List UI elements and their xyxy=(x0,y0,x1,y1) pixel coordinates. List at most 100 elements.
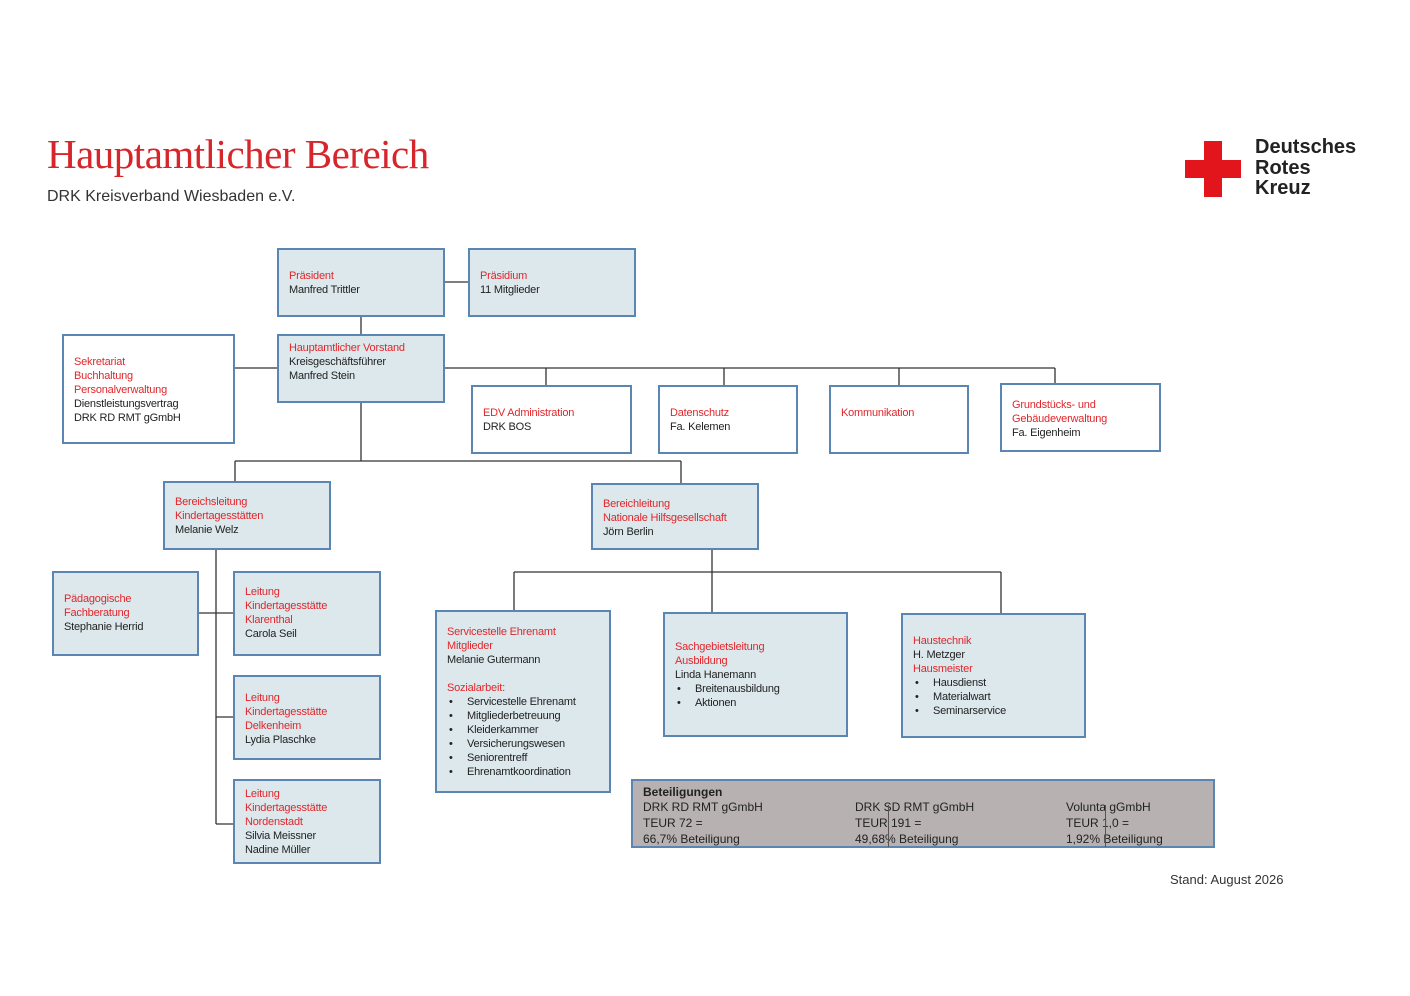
role-label: Bereichsleitung xyxy=(175,496,248,508)
capital-value: TEUR 191 = xyxy=(855,816,922,830)
role-label: Präsident xyxy=(289,270,334,282)
role-label: Grundstücks- und xyxy=(1012,399,1096,411)
box-grundstuecke: Grundstücks- und Gebäudeverwaltung Fa. E… xyxy=(1000,383,1161,452)
red-cross-icon xyxy=(1185,141,1241,197)
drk-logo: Deutsches Rotes Kreuz xyxy=(1185,136,1385,201)
box-nhg-bereichsleitung: Bereichleitung Nationale Hilfsgesellscha… xyxy=(591,483,759,550)
role-label: Fachberatung xyxy=(64,607,130,619)
role-label: Mitglieder xyxy=(447,640,493,652)
role-label: Kindertagesstätten xyxy=(175,510,264,522)
beteiligungen-panel: Beteiligungen DRK RD RMT gGmbH TEUR 72 =… xyxy=(631,779,1215,848)
role-label: Pädagogische xyxy=(64,593,132,605)
task-list: Servicestelle Ehrenamt Mitgliederbetreuu… xyxy=(447,695,599,779)
box-paedagogische-fachberatung: Pädagogische Fachberatung Stephanie Herr… xyxy=(52,571,199,656)
person-name: Jörn Berlin xyxy=(603,526,654,538)
person-name: H. Metzger xyxy=(913,649,965,661)
box-kita-klarenthal: Leitung Kindertagesstätte Klarenthal Car… xyxy=(233,571,381,656)
person-name: Carola Seil xyxy=(245,628,297,640)
share-value: 1,92% Beteiligung xyxy=(1066,832,1163,846)
contract-label: Dienstleistungsvertrag xyxy=(74,398,179,410)
person-name: Stephanie Herrid xyxy=(64,621,144,633)
box-sekretariat: Sekretariat Buchhaltung Personalverwaltu… xyxy=(62,334,235,444)
page-subtitle: DRK Kreisverband Wiesbaden e.V. xyxy=(47,188,296,205)
share-value: 49,68% Beteiligung xyxy=(855,832,959,846)
role-label: Leitung xyxy=(245,586,280,598)
role-label: Ausbildung xyxy=(675,655,728,667)
beteiligungen-title: Beteiligungen xyxy=(643,785,723,799)
box-praesident: Präsident Manfred Trittler xyxy=(277,248,445,317)
provider-name: Fa. Kelemen xyxy=(670,421,731,433)
column-divider xyxy=(1105,805,1106,847)
list-item: Breitenausbildung xyxy=(675,682,836,696)
list-item: Kleiderkammer xyxy=(447,723,599,737)
role-label: Kindertagesstätte xyxy=(245,600,328,612)
list-item: Versicherungswesen xyxy=(447,737,599,751)
box-vorstand: Hauptamtlicher Vorstand Kreisgeschäftsfü… xyxy=(277,334,445,403)
page-title: Hauptamtlicher Bereich xyxy=(47,131,429,177)
role-label: Delkenheim xyxy=(245,720,302,732)
provider-name: Fa. Eigenheim xyxy=(1012,427,1081,439)
list-item: Hausdienst xyxy=(913,676,1074,690)
beteiligung-col-1: DRK RD RMT gGmbH TEUR 72 = 66,7% Beteili… xyxy=(643,799,763,847)
logo-wordmark: Deutsches Rotes Kreuz xyxy=(1255,136,1357,199)
company-name: DRK RD RMT gGmbH xyxy=(643,800,763,814)
box-kita-delkenheim: Leitung Kindertagesstätte Delkenheim Lyd… xyxy=(233,675,381,760)
person-name: Manfred Stein xyxy=(289,370,355,382)
role-label: Buchhaltung xyxy=(74,370,133,382)
capital-value: TEUR 72 = xyxy=(643,816,703,830)
person-name: Melanie Gutermann xyxy=(447,654,541,666)
person-name: Melanie Welz xyxy=(175,524,239,536)
list-item: Mitgliederbetreuung xyxy=(447,709,599,723)
company-name: Volunta gGmbH xyxy=(1066,800,1151,814)
role-label: Nordenstadt xyxy=(245,816,303,828)
provider-name: DRK BOS xyxy=(483,421,532,433)
person-name: Nadine Müller xyxy=(245,844,311,856)
box-servicestelle-ehrenamt: Servicestelle Ehrenamt Mitglieder Melani… xyxy=(435,610,611,793)
stand-date: Stand: August 2026 xyxy=(1170,872,1284,887)
company-name: DRK SD RMT gGmbH xyxy=(855,800,975,814)
role-label: Gebäudeverwaltung xyxy=(1012,413,1108,425)
person-name: Silvia Meissner xyxy=(245,830,316,842)
capital-value: TEUR 1,0 = xyxy=(1066,816,1130,830)
list-item: Ehrenamtkoordination xyxy=(447,765,599,779)
list-item: Aktionen xyxy=(675,696,836,710)
list-item: Servicestelle Ehrenamt xyxy=(447,695,599,709)
share-value: 66,7% Beteiligung xyxy=(643,832,740,846)
beteiligung-col-2: DRK SD RMT gGmbH TEUR 191 = 49,68% Betei… xyxy=(855,799,974,847)
box-edv-administration: EDV Administration DRK BOS xyxy=(471,385,632,454)
column-divider xyxy=(888,805,889,847)
task-list: Breitenausbildung Aktionen xyxy=(675,682,836,710)
role-label: Kindertagesstätte xyxy=(245,802,328,814)
role-label: Bereichleitung xyxy=(603,498,670,510)
role-label: Klarenthal xyxy=(245,614,293,626)
box-kommunikation: Kommunikation xyxy=(829,385,969,454)
role-label: Sachgebietsleitung xyxy=(675,641,765,653)
contract-partner: DRK RD RMT gGmbH xyxy=(74,412,181,424)
role-label: Leitung xyxy=(245,692,280,704)
list-item: Seniorentreff xyxy=(447,751,599,765)
box-kita-bereichsleitung: Bereichsleitung Kindertagesstätten Melan… xyxy=(163,481,331,550)
role-label: Sozialarbeit: xyxy=(447,682,505,694)
job-title: Kreisgeschäftsführer xyxy=(289,356,386,368)
box-sachgebiet-ausbildung: Sachgebietsleitung Ausbildung Linda Hane… xyxy=(663,612,848,737)
person-name: Manfred Trittler xyxy=(289,284,360,296)
role-label: Sekretariat xyxy=(74,356,125,368)
box-haustechnik: Haustechnik H. Metzger Hausmeister Hausd… xyxy=(901,613,1086,738)
list-item: Seminarservice xyxy=(913,704,1074,718)
list-item: Materialwart xyxy=(913,690,1074,704)
task-list: Hausdienst Materialwart Seminarservice xyxy=(913,676,1074,718)
role-label: Hauptamtlicher Vorstand xyxy=(289,342,405,354)
role-label: Servicestelle Ehrenamt xyxy=(447,626,556,638)
box-kita-nordenstadt: Leitung Kindertagesstätte Nordenstadt Si… xyxy=(233,779,381,864)
members-count: 11 Mitglieder xyxy=(480,284,540,296)
role-label: Datenschutz xyxy=(670,407,729,419)
role-label: Kindertagesstätte xyxy=(245,706,328,718)
box-praesidium: Präsidium 11 Mitglieder xyxy=(468,248,636,317)
role-label: Haustechnik xyxy=(913,635,972,647)
person-name: Lydia Plaschke xyxy=(245,734,316,746)
role-label: Kommunikation xyxy=(841,407,915,419)
role-label: Leitung xyxy=(245,788,280,800)
role-label: Personalverwaltung xyxy=(74,384,168,396)
role-label: EDV Administration xyxy=(483,407,575,419)
